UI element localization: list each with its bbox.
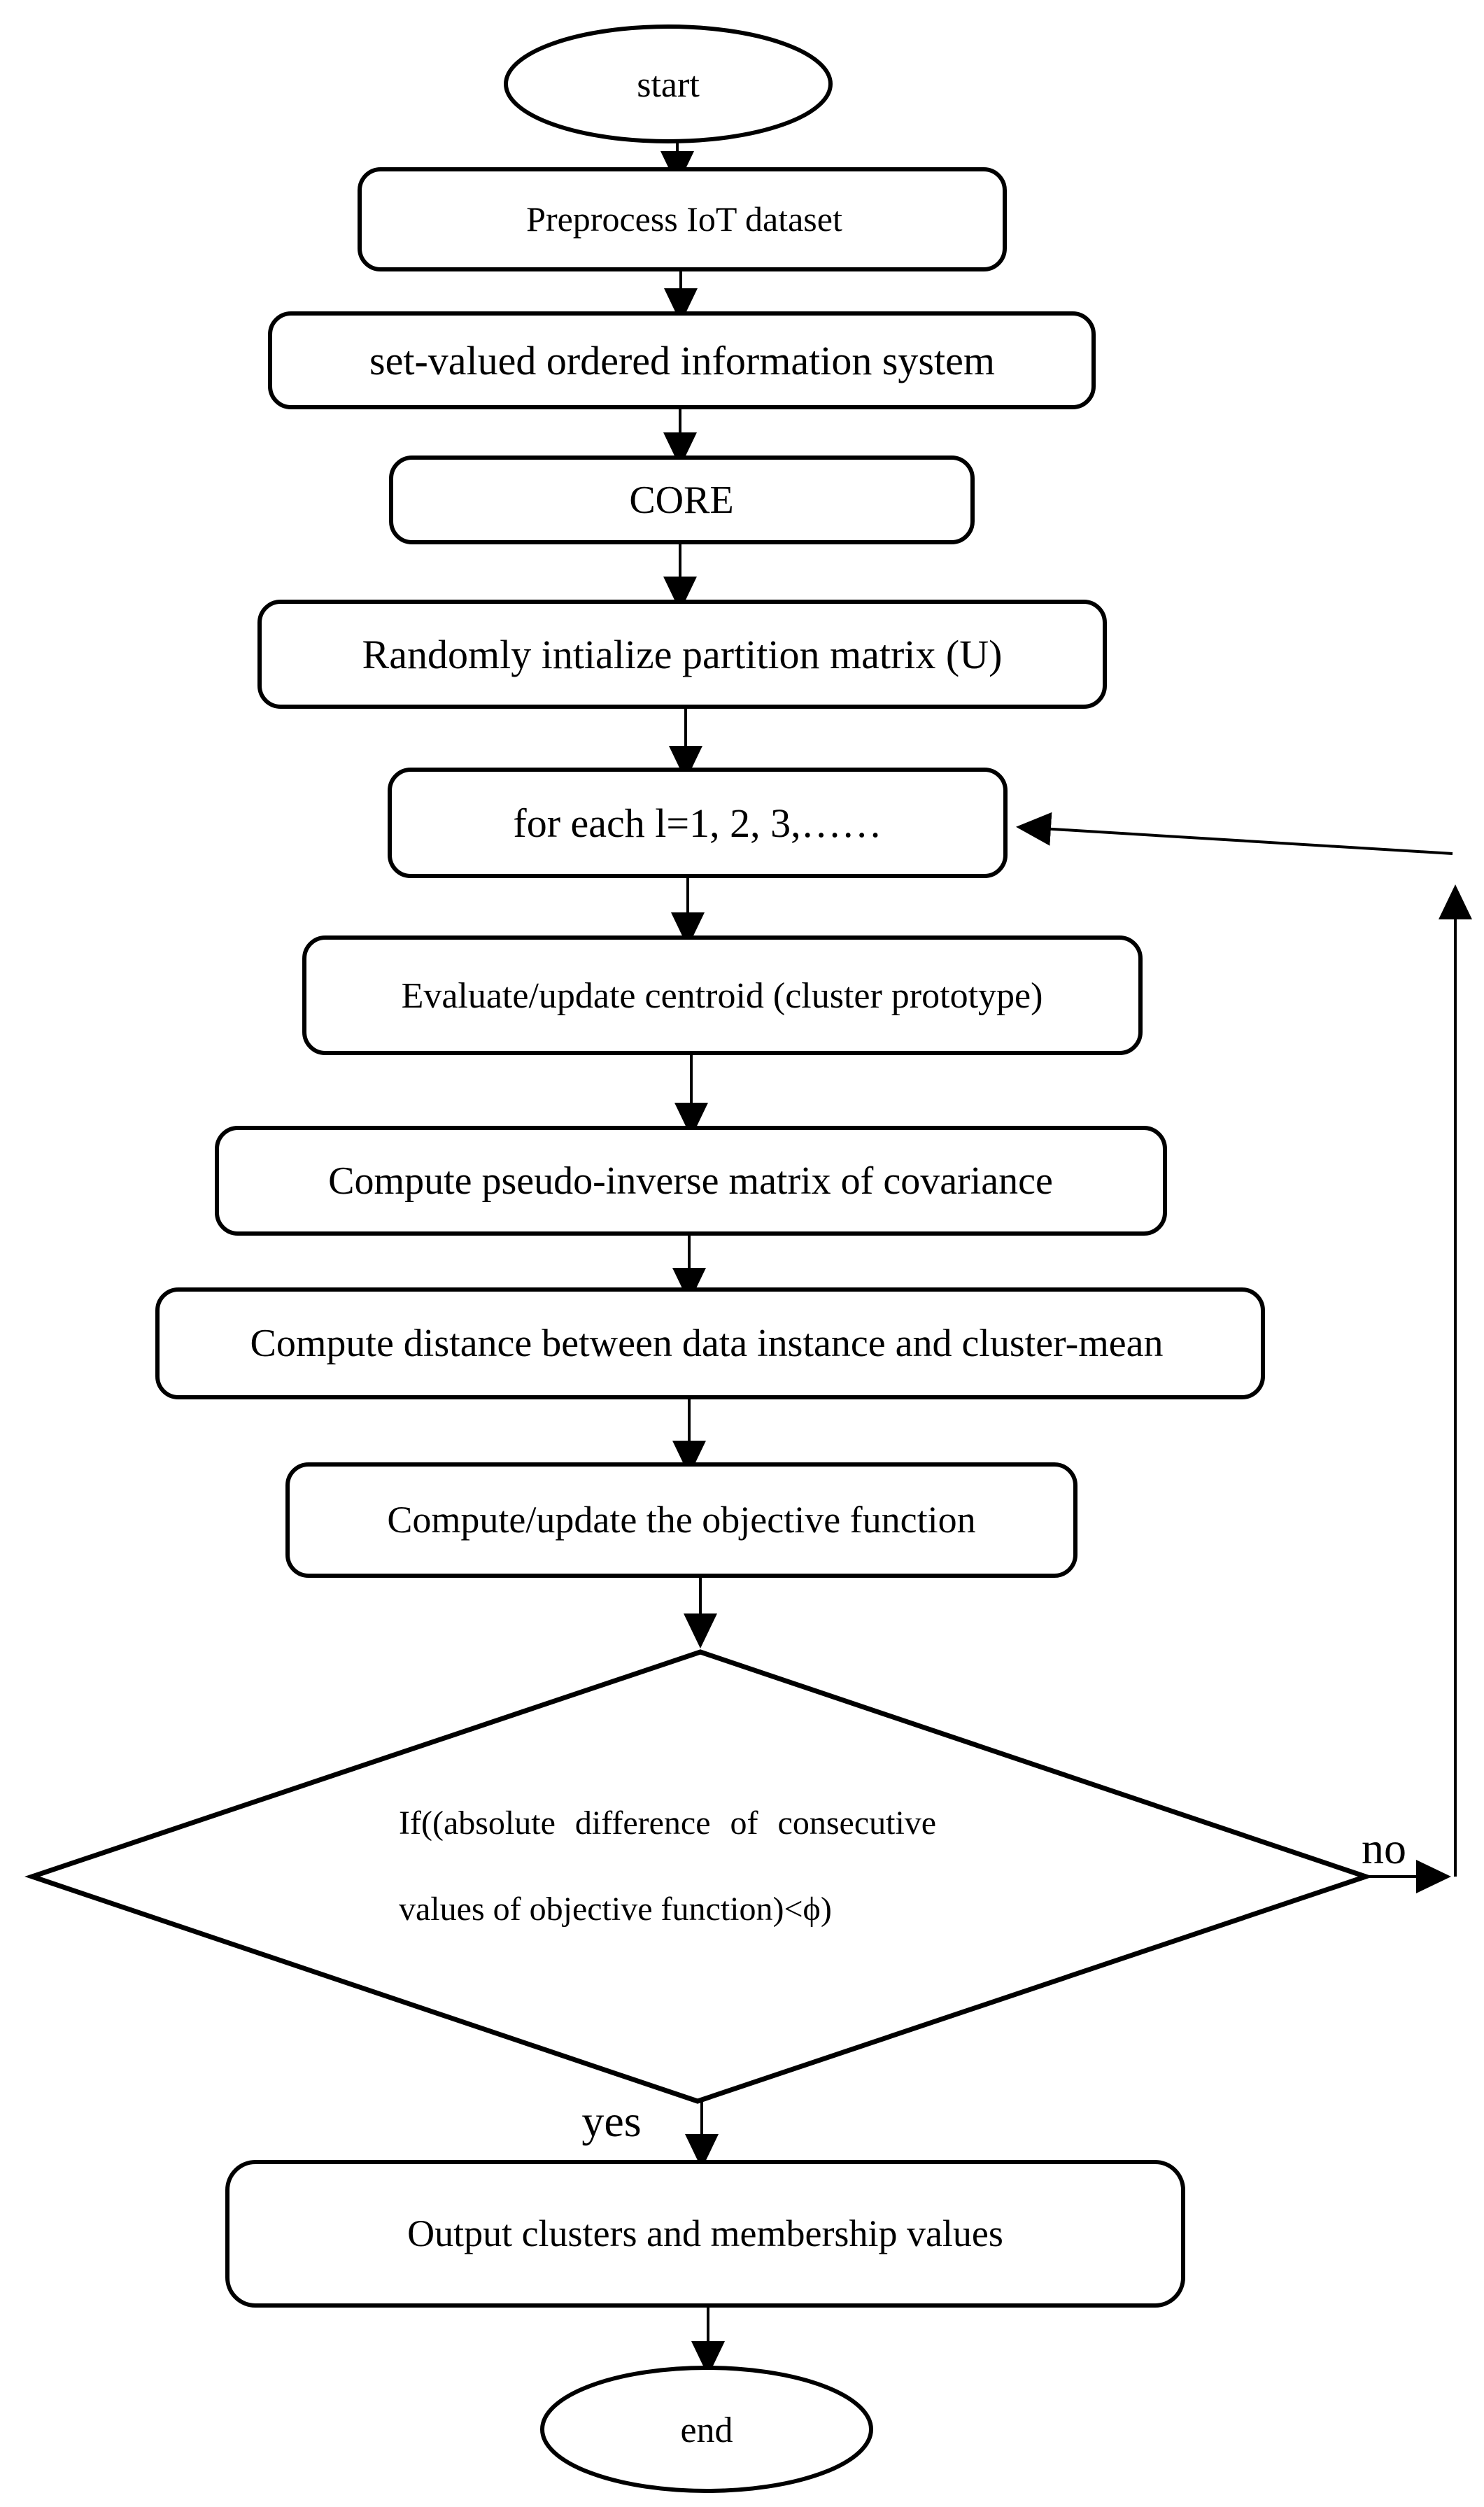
node-output-clusters-label: Output clusters and membership values (407, 2212, 1003, 2254)
node-core (389, 456, 975, 544)
node-objective-function (285, 1462, 1077, 1578)
node-end-label: end (680, 2410, 733, 2450)
node-compute-distance (155, 1287, 1265, 1399)
edge-label-no: no (1362, 1823, 1406, 1873)
node-init-partition-matrix-label: Randomly intialize partition matrix (U) (362, 632, 1003, 677)
node-start (504, 24, 833, 143)
node-evaluate-centroid (302, 935, 1143, 1055)
node-start-label: start (637, 65, 700, 105)
node-core-label: CORE (629, 479, 733, 522)
node-decision-label-line2: values of objective function)<ϕ) (399, 1891, 832, 1928)
node-decision-label-line1: If((absolute difference of consecutive (399, 1805, 936, 1842)
node-decision-diamond (24, 1649, 1373, 2104)
node-preprocess-label: Preprocess IoT dataset (526, 199, 842, 239)
node-preprocess (358, 167, 1007, 271)
node-evaluate-centroid-label: Evaluate/update centroid (cluster protot… (402, 976, 1043, 1016)
node-compute-distance-label: Compute distance between data instance a… (250, 1322, 1163, 1365)
node-objective-function-label: Compute/update the objective function (387, 1499, 975, 1541)
node-pseudo-inverse-label: Compute pseudo-inverse matrix of covaria… (328, 1159, 1053, 1203)
edge-label-yes: yes (581, 2096, 641, 2146)
node-set-valued-system-label: set-valued ordered information system (369, 338, 995, 383)
node-output-clusters (225, 2160, 1185, 2308)
node-init-partition-matrix (257, 600, 1107, 709)
node-pseudo-inverse (215, 1126, 1167, 1236)
node-end (540, 2366, 873, 2493)
edge-no-loop-return (1016, 812, 1453, 855)
node-for-each-loop (388, 768, 1008, 878)
node-set-valued-system (268, 311, 1096, 409)
node-for-each-loop-label: for each l=1, 2, 3,…… (513, 800, 882, 846)
